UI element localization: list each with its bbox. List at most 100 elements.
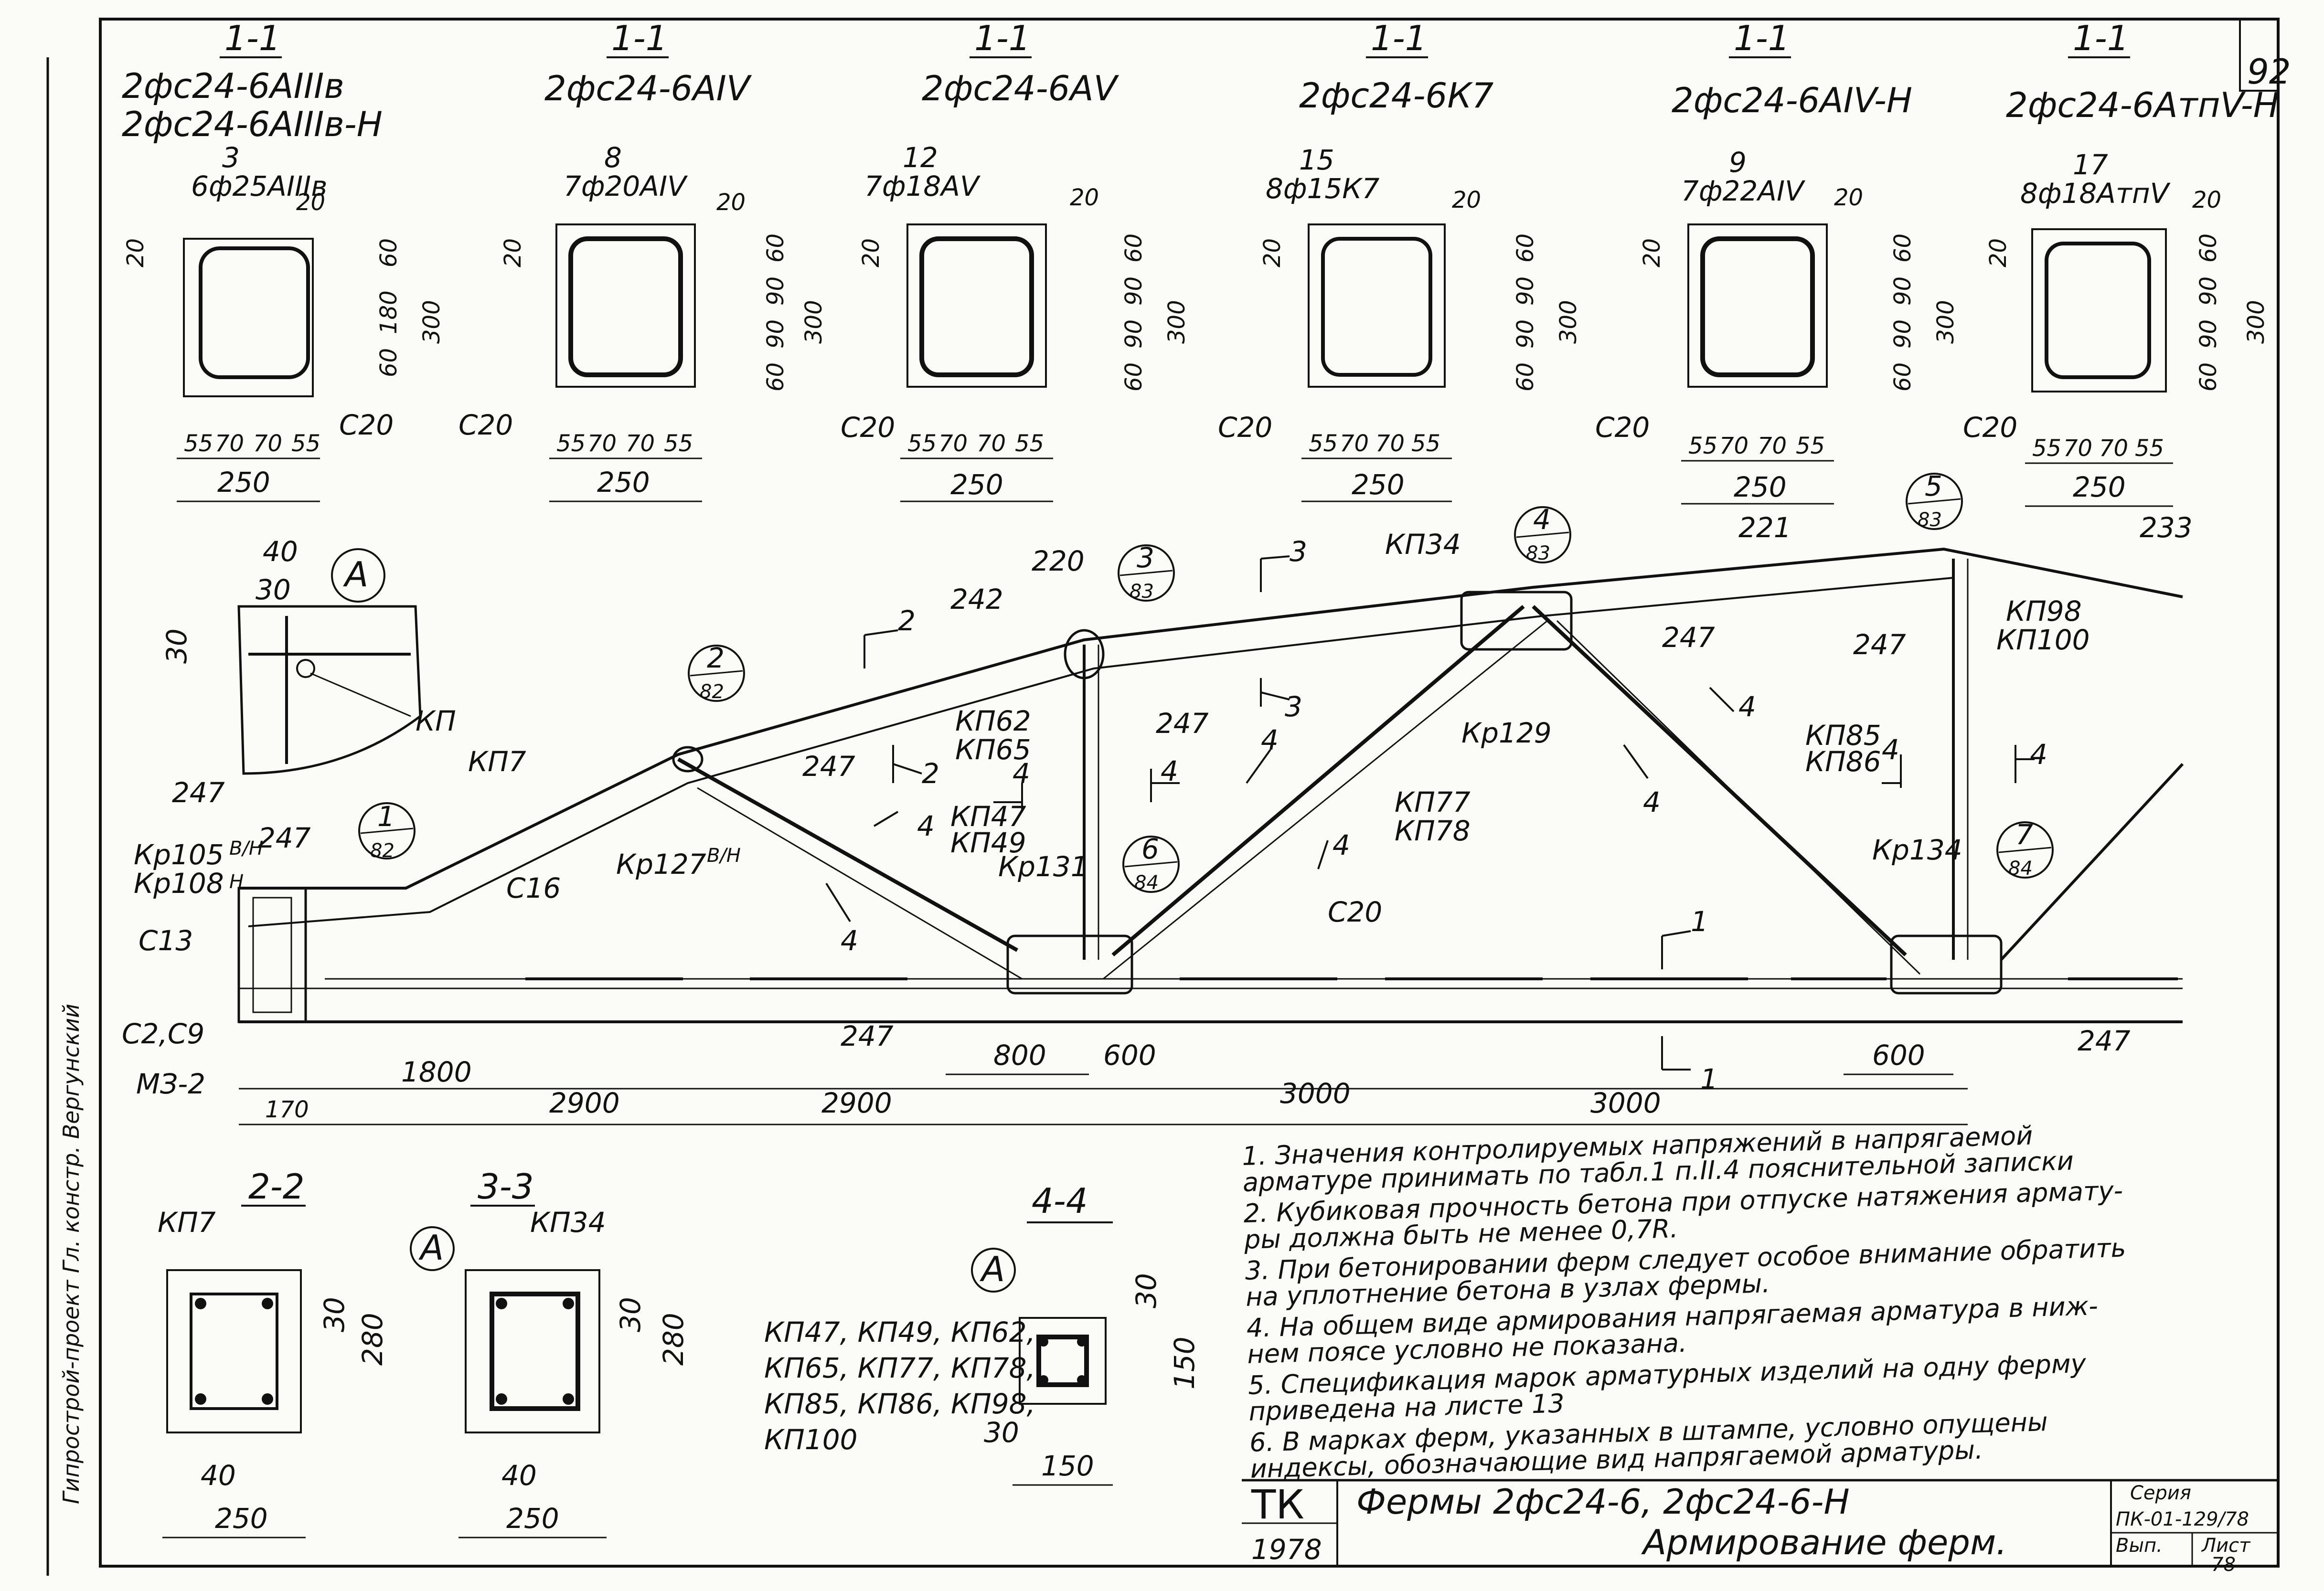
svg-text:247: 247 [841,1020,894,1052]
node-bubble-1: 1 82 [358,800,416,862]
svg-text:КП65: КП65 [955,733,1031,766]
svg-text:КП100: КП100 [1996,624,2090,656]
svg-text:70: 70 [1758,433,1787,459]
svg-text:КП100: КП100 [764,1423,858,1456]
svg-text:90: 90 [762,276,789,306]
svg-text:КП78: КП78 [1395,815,1471,847]
svg-text:70: 70 [977,430,1006,457]
svg-text:2900: 2900 [821,1087,892,1119]
svg-text:40: 40 [201,1459,236,1492]
clip-mark: С20 [339,409,394,441]
svg-text:2-2: 2-2 [248,1167,305,1207]
svg-text:2фс24-6АIV-Н: 2фс24-6АIV-Н [1672,80,1912,120]
section-mark: 2фс24-6АIIIв-Н [122,104,383,144]
svg-text:20: 20 [1259,238,1286,267]
svg-text:30: 30 [256,573,291,606]
svg-text:30: 30 [614,1297,647,1332]
svg-text:55: 55 [1411,430,1440,457]
svg-text:Кр127: Кр127 [616,848,706,880]
svg-text:С20: С20 [458,409,513,441]
truss-dimensions: 170 1800 2900 2900 800 600 3000 3000 600 [239,1039,1968,1125]
svg-text:1-1: 1-1 [974,18,1031,58]
svg-text:40: 40 [263,535,298,568]
svg-text:83: 83 [1130,581,1154,603]
svg-text:Н: Н [229,871,244,893]
svg-text:247: 247 [258,822,311,854]
svg-text:150: 150 [1168,1336,1201,1389]
svg-text:1800: 1800 [401,1056,472,1088]
svg-text:7ф20АIV: 7ф20АIV [564,170,688,202]
svg-text:60: 60 [762,233,789,263]
svg-text:30: 30 [984,1416,1019,1449]
svg-text:233: 233 [2140,511,2193,544]
svg-text:250: 250 [1352,468,1405,501]
svg-text:КП7: КП7 [158,1206,216,1239]
svg-text:7: 7 [2015,818,2033,851]
svg-text:250: 250 [597,466,650,499]
svg-text:82: 82 [370,840,394,862]
svg-text:1-1: 1-1 [1734,18,1790,58]
svg-text:Серия: Серия [2130,1482,2191,1504]
svg-text:17: 17 [2073,148,2108,181]
svg-text:КП85: КП85 [1805,719,1881,752]
series-code: ПК-01-129/78 [2116,1508,2249,1530]
svg-text:С20: С20 [1595,411,1650,444]
truss-elevation: КП7 КП34 КП62 КП65 КП47 КП49 КП77 КП78 К… [122,470,2193,1125]
svg-text:4-4: 4-4 [1032,1181,1088,1221]
section-4-4: 4-4 А КП47, КП49, КП62, КП65, КП77, КП78… [764,1181,1201,1486]
svg-text:2фс24-6АIV: 2фс24-6АIV [544,68,752,108]
svg-text:84: 84 [2008,858,2033,880]
section-3-3: 3-3 КП34 30 280 40 250 [458,1167,690,1538]
svg-text:60: 60 [1120,362,1147,392]
svg-text:180: 180 [375,290,402,334]
svg-text:221: 221 [1738,511,1791,544]
detail-a: 40 30 30 А КП [160,535,456,775]
svg-text:90: 90 [762,319,789,349]
svg-text:70: 70 [938,430,968,457]
svg-text:Кр108: Кр108 [134,867,224,900]
svg-text:90: 90 [1120,319,1147,349]
svg-text:60: 60 [2195,362,2222,392]
svg-text:60: 60 [375,348,402,377]
svg-text:70: 70 [587,430,617,457]
title-block: ТК 1978 Фермы 2фс24-6, 2фс24-6-Н Армиров… [1242,1479,2278,1576]
svg-text:20: 20 [2192,187,2221,213]
section-2-2: 2-2 КП7 А 30 280 40 250 [158,1167,455,1538]
svg-text:250: 250 [506,1502,559,1535]
svg-text:КП7: КП7 [468,745,526,778]
svg-text:600: 600 [1103,1039,1156,1071]
svg-text:60: 60 [2195,233,2222,263]
svg-text:247: 247 [1662,621,1715,654]
svg-text:1-1: 1-1 [1371,18,1427,58]
svg-text:1: 1 [377,800,395,833]
org-code: ТК [1251,1481,1304,1528]
svg-text:1-1: 1-1 [611,18,668,58]
svg-text:55: 55 [1688,433,1717,459]
svg-text:3-3: 3-3 [478,1167,534,1207]
svg-text:60: 60 [762,362,789,392]
svg-text:55: 55 [556,430,586,457]
svg-text:4: 4 [1333,829,1350,861]
svg-text:300: 300 [1163,300,1190,344]
svg-text:247: 247 [802,750,855,783]
svg-text:300: 300 [418,300,445,344]
svg-text:170: 170 [265,1096,309,1123]
svg-text:250: 250 [215,1502,268,1535]
svg-text:247: 247 [1853,628,1906,661]
svg-text:90: 90 [2195,319,2222,349]
svg-text:20: 20 [122,238,149,267]
svg-text:20: 20 [1452,187,1481,213]
svg-text:МЗ-2: МЗ-2 [136,1068,205,1100]
general-notes: 1. Значения контролируемых напряжений в … [1242,1121,2126,1484]
svg-text:С20: С20 [1963,411,2017,444]
cut-marks: 2 2 3 3 4 4 4 4 4 4 4 4 4 4 [825,535,2047,1095]
svg-text:30: 30 [318,1297,351,1332]
svg-text:С20: С20 [1328,896,1382,928]
svg-text:70: 70 [1340,430,1369,457]
svg-text:70: 70 [2099,435,2128,462]
svg-text:40: 40 [501,1459,537,1492]
node-bubble-6: 6 84 [1122,833,1180,894]
detail-bar-label: КП [416,705,456,737]
node-bubble-7: 7 84 [1996,818,2054,880]
svg-text:Кр131: Кр131 [998,850,1088,883]
